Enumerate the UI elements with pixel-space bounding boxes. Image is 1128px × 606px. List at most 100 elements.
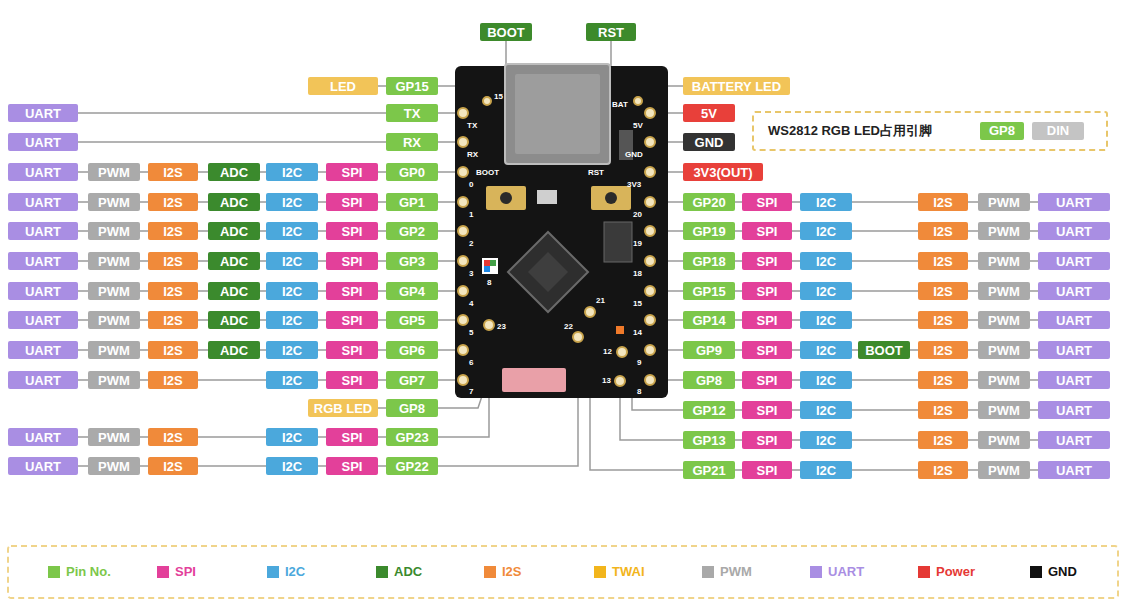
pin-text: GP22 [395, 459, 428, 474]
pin-tag: I2S [918, 222, 968, 240]
connector-line [968, 230, 978, 232]
connector-line [1030, 290, 1038, 292]
pin-text: PWM [98, 459, 130, 474]
pin-text: PWM [98, 224, 130, 239]
pin-tag: I2C [266, 311, 318, 329]
pin-tag: ADC [208, 282, 260, 300]
connector-line [78, 319, 88, 321]
pin-pad [458, 197, 468, 207]
connector-line [378, 436, 386, 438]
silk-label: 3V3 [627, 180, 641, 190]
pin-tag: I2C [266, 163, 318, 181]
pin-pad [645, 197, 655, 207]
pin-text: I2S [933, 284, 953, 299]
pin-tag: UART [1038, 431, 1110, 449]
pin-tag: GP22 [386, 457, 438, 475]
legend-text: TWAI [612, 563, 645, 581]
connector-line [378, 260, 386, 262]
leader-line [438, 379, 457, 381]
pin-text: PWM [98, 313, 130, 328]
pin-tag: GP21 [683, 461, 735, 479]
smd-part [537, 190, 557, 204]
pin-text: UART [25, 343, 61, 358]
pin-text: I2C [816, 195, 836, 210]
pin-text: PWM [988, 403, 1020, 418]
pin-text: ADC [220, 313, 248, 328]
silk-label: 23 [497, 322, 506, 332]
connector-line [792, 319, 800, 321]
pin-tag: SPI [742, 371, 792, 389]
leader-line [438, 141, 457, 143]
silk-label: 6 [469, 358, 473, 368]
connector-line [792, 290, 800, 292]
pin-text: I2C [282, 430, 302, 445]
pin-tag: SPI [326, 311, 378, 329]
usb-connector-inner [515, 74, 600, 154]
boot-button [486, 186, 526, 210]
pin-text: SPI [757, 313, 778, 328]
pin-text: BOOT [487, 25, 525, 40]
pin-text: PWM [98, 165, 130, 180]
silk-label: GND [625, 150, 643, 160]
legend-frame [8, 546, 1118, 598]
connector-line [852, 379, 918, 381]
reset-button [591, 186, 631, 210]
connector-line [735, 439, 742, 441]
pin-text: GP15 [692, 284, 725, 299]
pin-tag: SPI [326, 282, 378, 300]
pin-text: I2C [816, 284, 836, 299]
pin-tag: SPI [326, 341, 378, 359]
connector-line [198, 260, 208, 262]
connector-line [198, 230, 208, 232]
connector-line [140, 230, 148, 232]
pin-tag: GP8 [386, 399, 438, 417]
pin-tag: GP23 [386, 428, 438, 446]
pin-text: GP21 [692, 463, 725, 478]
pin-pad [645, 108, 655, 118]
leader-line [438, 349, 457, 351]
pin-tag: I2S [148, 282, 198, 300]
pin-text: RX [403, 135, 421, 150]
pin-tag: GP1 [386, 193, 438, 211]
pin-tag: ADC [208, 341, 260, 359]
pin-tag: BOOT [480, 23, 532, 41]
pin-tag: I2S [918, 401, 968, 419]
pin-tag: ADC [208, 163, 260, 181]
pin-text: UART [25, 106, 61, 121]
pin-text: GP8 [989, 113, 1015, 149]
connector-line [318, 260, 326, 262]
connector-line [318, 201, 326, 203]
silk-label: 8 [487, 278, 491, 288]
boot-button-cap [500, 192, 512, 204]
pin-tag: UART [1038, 282, 1110, 300]
pin-pad [458, 375, 468, 385]
legend-swatch [157, 566, 169, 578]
pin-text: I2S [163, 313, 183, 328]
pin-text: GP4 [399, 284, 425, 299]
pin-tag: I2S [918, 341, 968, 359]
pin-text: RGB LED [314, 401, 373, 416]
pin-pad [458, 226, 468, 236]
pin-text: GND [695, 135, 724, 150]
pin-tag: SPI [326, 193, 378, 211]
connector-line [852, 230, 918, 232]
connector-line [140, 465, 148, 467]
silk-label: BOOT [476, 168, 499, 178]
pin-text: I2C [816, 403, 836, 418]
pin-text: SPI [757, 463, 778, 478]
pin-text: SPI [342, 313, 363, 328]
pin-text: RST [598, 25, 624, 40]
pin-text: UART [25, 224, 61, 239]
usb-connector [505, 64, 610, 164]
pin-tag: SPI [326, 457, 378, 475]
pin-pad [458, 167, 468, 177]
pin-tag: I2S [148, 163, 198, 181]
pin-tag: SPI [326, 252, 378, 270]
connector-line [968, 319, 978, 321]
pin-pad [645, 137, 655, 147]
leader-line [438, 260, 457, 262]
legend-swatch [267, 566, 279, 578]
pin-text: UART [1056, 343, 1092, 358]
pin-tag: I2S [918, 193, 968, 211]
pin-tag: I2S [148, 311, 198, 329]
